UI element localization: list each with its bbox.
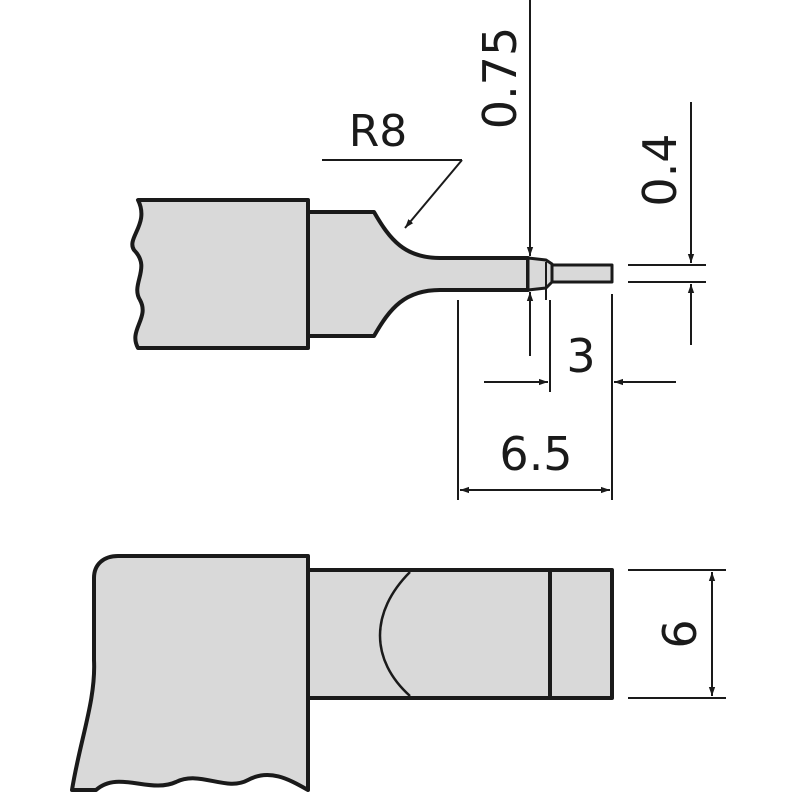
top-shank bbox=[306, 568, 614, 700]
side-tip bbox=[550, 263, 614, 284]
dim-0.4 bbox=[628, 102, 706, 345]
dim-6 bbox=[628, 569, 726, 699]
dim-0.75 bbox=[526, 0, 547, 356]
side-neck bbox=[306, 210, 530, 338]
side-body bbox=[130, 198, 310, 350]
r8-label: R8 bbox=[349, 106, 408, 157]
dim-6-label: 6 bbox=[653, 619, 707, 648]
side-step bbox=[526, 256, 554, 292]
dim-3-label: 3 bbox=[566, 329, 595, 383]
top-body bbox=[70, 554, 310, 792]
dim-3 bbox=[484, 294, 676, 500]
dim-0.75-label: 0.75 bbox=[473, 27, 527, 129]
dim-0.4-label: 0.4 bbox=[633, 133, 687, 206]
r8-callout bbox=[322, 159, 463, 229]
dim-6.5-label: 6.5 bbox=[499, 427, 572, 481]
dim-6.5 bbox=[457, 300, 610, 500]
top-view bbox=[70, 554, 614, 792]
top-radius-curve bbox=[378, 571, 411, 697]
side-view bbox=[130, 198, 614, 350]
